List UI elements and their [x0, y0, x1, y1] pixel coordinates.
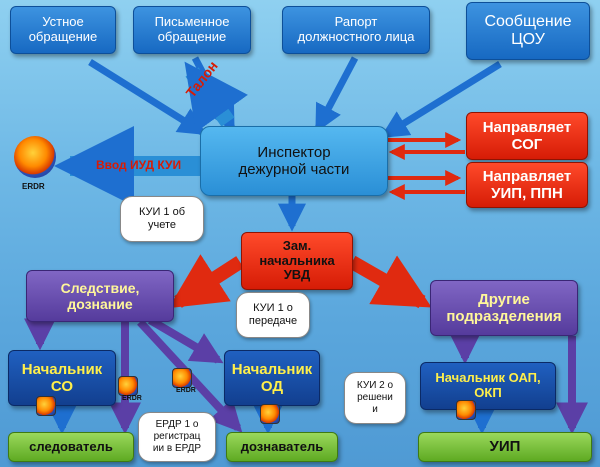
source-tsou: Сообщение ЦОУ — [466, 2, 590, 60]
erdr-small-icon-3 — [172, 368, 192, 388]
other-units-box: Другие подразделения — [430, 280, 578, 336]
chief-od-box: Начальник ОД — [224, 350, 320, 406]
arrow-tsou-to-inspector — [380, 61, 502, 138]
investigation-box: Следствие, дознание — [26, 270, 174, 322]
sends-uip-ppn-box: Направляет УИП, ППН — [466, 162, 588, 208]
erdr-small-label-3: ERDR — [176, 387, 196, 394]
sends-sog-box: Направляет СОГ — [466, 112, 588, 160]
arrow-deputy-to-other — [348, 255, 432, 309]
arrow-talon — [184, 61, 248, 133]
inspector-box: Инспектор дежурной части — [200, 126, 388, 196]
callout-erdr1-registration: ЕРДР 1 о регистрац ии в ЕРДР — [138, 412, 216, 462]
arrow-deputy-to-investigation — [168, 254, 244, 309]
deputy-chief-box: Зам. начальника УВД — [241, 232, 353, 290]
callout-kui2-reshenii: КУИ 2 о решени и — [344, 372, 406, 424]
source-report: Рапорт должностного лица — [282, 6, 430, 54]
arrow-oral-to-inspector — [88, 59, 207, 135]
source-oral: Устное обращение — [10, 6, 116, 54]
source-written: Письменное обращение — [133, 6, 251, 54]
arrow-report-to-inspector — [314, 56, 359, 133]
uip-box: УИП — [418, 432, 592, 462]
chief-oap-box: Начальник ОАП, ОКП — [420, 362, 556, 410]
iud-input-label: Ввод ИУД КУИ — [96, 158, 182, 172]
investigator-box: следователь — [8, 432, 134, 462]
erdr-small-icon-4 — [260, 404, 280, 424]
inquirer-box: дознаватель — [226, 432, 338, 462]
callout-kui1-peredache: КУИ 1 о передаче — [236, 292, 310, 338]
erdr-small-icon-1 — [36, 396, 56, 416]
erdr-app-label: ERDR — [22, 182, 45, 191]
callout-kui1-uchete: КУИ 1 об учете — [120, 196, 204, 242]
erdr-app-icon — [14, 136, 56, 178]
erdr-small-icon-5 — [456, 400, 476, 420]
chief-so-box: Начальник СО — [8, 350, 116, 406]
arrow-investigation-to-chief-od — [147, 316, 224, 364]
erdr-small-icon-2 — [118, 376, 138, 396]
erdr-small-label-2: ERDR — [122, 395, 142, 402]
